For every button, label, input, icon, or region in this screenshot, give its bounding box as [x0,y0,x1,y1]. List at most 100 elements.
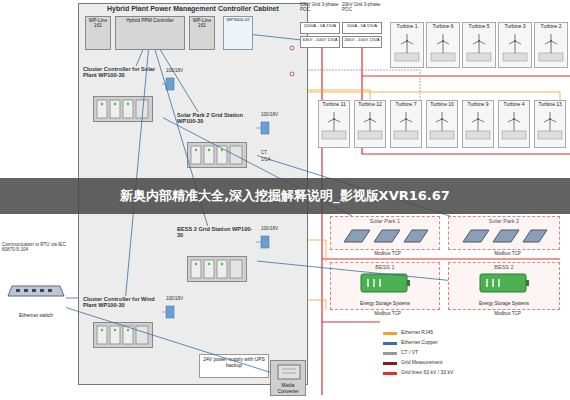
rack-icon-part [187,256,247,282]
rack-icon-part [230,146,242,164]
switch-icon-part [32,289,36,292]
rack-icon-part [204,260,214,278]
turb-icon [500,111,528,145]
annotation-label: 1/1A [261,157,281,162]
converter-symbol [166,78,174,90]
rack-icon-part [195,149,197,151]
node-text: WP-Line 161 [86,17,110,30]
annotation-label: Modbus TCP [485,251,530,256]
node-text: WP-Line 161 [190,17,214,30]
ethernet-wire [308,240,326,310]
rack-icon-part [94,323,153,348]
rack-icon-part [136,100,148,118]
turb-icon [464,111,492,145]
turb-icon-part [429,33,457,63]
bess-icon [479,272,529,298]
wind-turbine: Turbine 10 [426,100,458,148]
node-text: Turbine 3 [499,23,531,30]
grid-line [322,258,560,259]
turb-icon-part [394,131,418,139]
rack-icon-part [94,97,153,122]
annotation-label: 100/18V [166,296,196,301]
instrument-transformer: 500A - 5A 15VA [342,22,382,34]
legend-swatch [383,372,397,375]
battery-storage: BESS 2Energy Storage Systems [448,262,560,310]
legend-swatch [383,332,397,335]
node-text: Turbine 5 [463,23,495,30]
turb-icon [537,33,565,67]
turb-icon-part [536,111,564,141]
rack-icon-part [93,322,153,348]
rack-icon-part [114,329,116,331]
grid-station-rack: Cluster Controller for Solar Plant WP100… [83,66,163,128]
bess-icon-part [361,274,407,292]
converter-symbol [166,306,174,318]
battery-storage: BESS 1Energy Storage Systems [330,262,440,310]
ethernet-wire [308,90,560,100]
switch-icon-part [48,289,52,292]
solar-icon-part [344,230,370,242]
turb-icon-part [478,40,480,42]
node-text: BESS 1 [331,263,439,270]
rack-icon-part [136,326,148,344]
ethernet-connector [126,50,149,296]
turb-icon-part [513,118,515,120]
bess-icon-part [479,272,529,294]
legend-text: Ethernet RJ45 [401,329,433,335]
turb-icon-part [442,40,444,42]
wind-turbine: Turbine 13 [534,100,566,148]
legend-text: CT / VT [401,349,418,355]
turb-icon-part [356,111,384,141]
rack-icon-part [110,100,120,118]
rack-icon-part [204,146,214,164]
media-converter: Media Converter [270,360,306,396]
node-text: BESS 2 [449,263,559,270]
media-icon [274,363,304,387]
ethernet-connector [253,35,300,40]
converter-symbol [261,122,269,134]
solar-icon-part [459,226,549,244]
turb-icon-part [322,131,346,139]
instrument-transformer: 20kV - 100V 15VA [342,36,382,48]
rack-icon-part [93,96,153,122]
node-text: Media Converter [271,383,305,394]
turb-icon-part [539,53,563,61]
node-text: Ethernet switch [6,313,66,319]
rack-icon-part [97,100,107,118]
turb-icon-part [508,112,520,122]
grid-station-rack: Solar Park 2 Grid Station WP100-30 [177,112,257,174]
turb-icon-part [406,40,408,42]
turb-icon-part [405,118,407,120]
rack-icon-part [188,143,247,168]
rack-icon-part [127,103,129,105]
rack-icon-part [188,257,247,282]
turb-icon-part [443,41,444,53]
wind-turbine: Turbine 2 [534,22,568,68]
node-text: Turbine 10 [427,101,457,108]
turb-icon [465,33,493,67]
power-supply: 24V power supply with UPS backup [199,354,269,378]
signal-converter: WP3000-02 [223,16,253,50]
switch-icon-part [6,278,66,304]
node-text: Turbine 12 [355,101,385,108]
ct-wire [308,70,420,100]
rack-icon-part [123,100,133,118]
turb-icon-part [436,112,448,122]
turb-icon-part [515,41,516,53]
bess-icon-part [526,280,529,286]
rack-icon-part [221,263,223,265]
ct-symbol [290,46,294,50]
turb-icon-part [333,118,335,120]
solar-icon-part [523,230,547,242]
grid-line [322,321,380,322]
turb-icon [393,33,421,67]
rack-icon-part [101,329,103,331]
turb-icon-part [501,33,529,63]
node-text: Solar Park 1 [331,217,439,224]
annotation-label: 63kV Grid 3-phase POC [300,2,340,12]
switch-icon-part [16,289,20,292]
wind-turbine: Turbine 12 [354,100,386,148]
node-text: Hybrid Plant Power Management Controller… [79,5,307,13]
switch-icon-part [8,286,64,296]
